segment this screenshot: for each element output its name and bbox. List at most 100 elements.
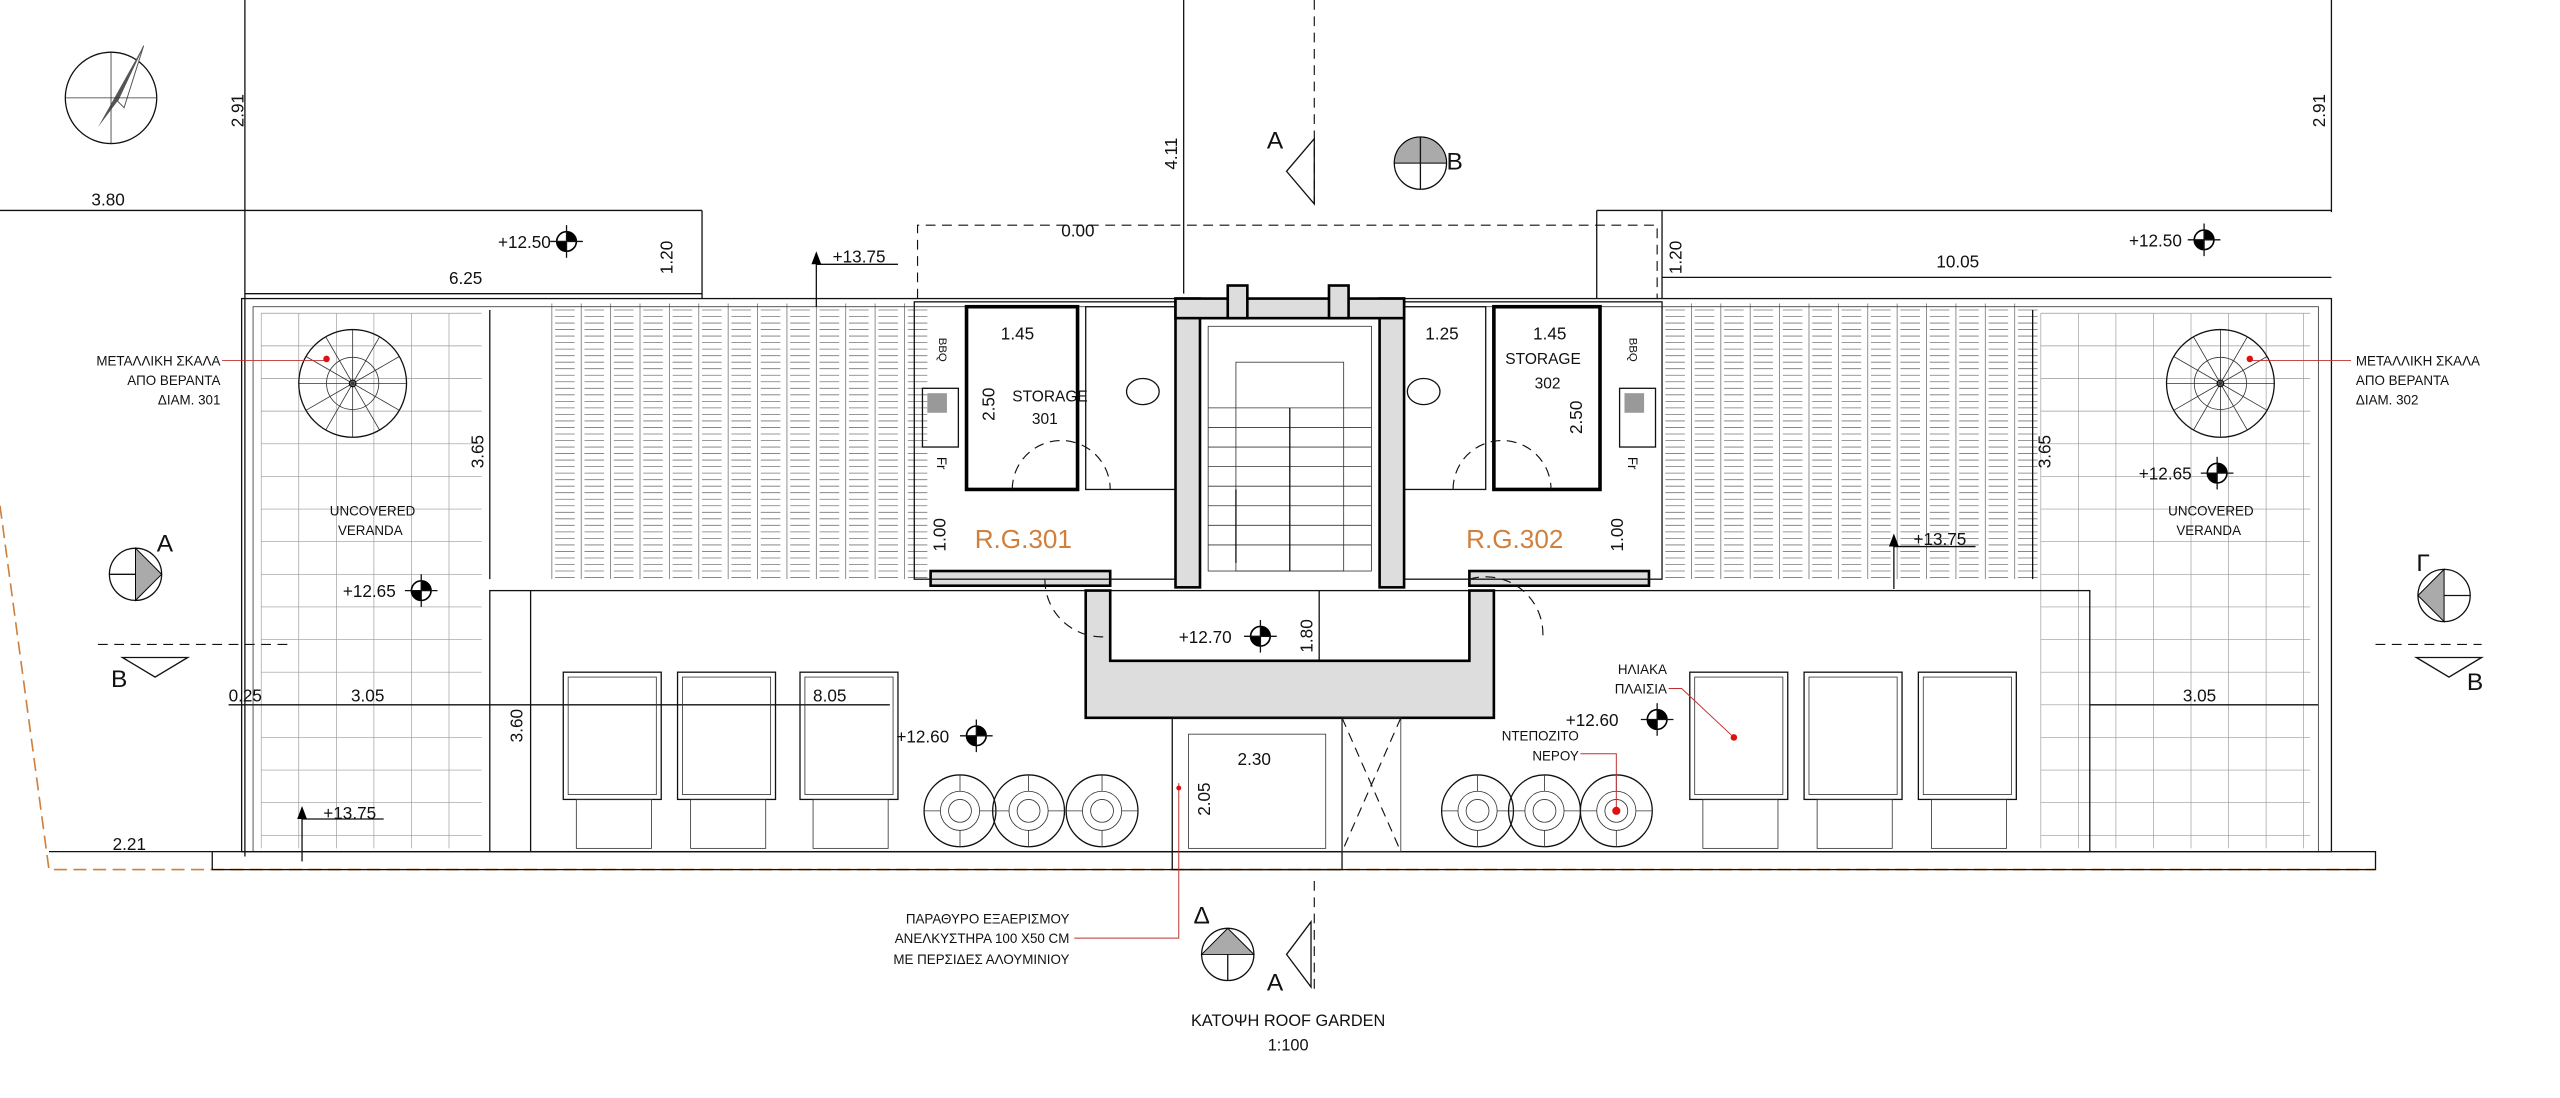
dim-3-05-left: 3.05: [351, 686, 384, 706]
slope-arrow-head: [1888, 533, 1899, 547]
dim-3-65-left: 3.65: [467, 435, 487, 468]
dim-1-20-left: 1.20: [657, 241, 677, 274]
water-tank-icon: [1507, 774, 1582, 848]
section-a-top: A: [1267, 127, 1284, 154]
dim-0-25: 0.25: [229, 686, 262, 706]
level-13-75-right: +13.75: [1913, 529, 1966, 549]
building-outline: [211, 297, 2377, 871]
dim-2-21: 2.21: [113, 834, 146, 854]
slope-arrow-icon: [811, 251, 898, 307]
dimension-labels: 2.91 2.91 3.80 4.11 1.20 1.20 6.25 10.05…: [91, 94, 2328, 854]
note-stair-left-2: ΑΠΟ ΒΕΡΑΝΤΑ: [127, 373, 220, 388]
solar-panel-glass: [682, 676, 772, 795]
tank-ring: [1082, 790, 1123, 831]
level-marker-icon: [1640, 703, 1674, 736]
section-b-right: B: [2467, 669, 2483, 696]
solar-boiler: [575, 799, 652, 849]
slope-arrow-icon: [1888, 533, 1976, 589]
note-stair-right-3: ΔΙΑΜ. 302: [2356, 393, 2418, 408]
level-12-65-right: +12.65: [2139, 464, 2192, 484]
solar-panel-icon: [1803, 671, 1903, 849]
level-marker-icon: [960, 719, 993, 753]
tank-ring: [940, 790, 980, 831]
solar-panel-glass: [1808, 676, 1898, 795]
solar-boiler: [1702, 799, 1779, 849]
note-solar-2: ΠΛΑΙΣΙΑ: [1615, 681, 1667, 696]
storage-301-label: STORAGE: [1012, 388, 1088, 405]
unit-label-rg-302: R.G.302: [1466, 524, 1563, 554]
section-b-top: B: [1447, 149, 1463, 176]
water-tank-icon: [1065, 774, 1139, 848]
dim-3-65-right: 3.65: [2035, 435, 2055, 468]
note-stair-left-3: ΔΙΑΜ. 301: [158, 393, 220, 408]
dim-1-45-left: 1.45: [1001, 323, 1034, 343]
dim-2-05: 2.05: [1194, 782, 1214, 815]
section-labels: A B A B Γ B Δ A: [111, 127, 2483, 996]
solar-panel-frame: [1689, 671, 1789, 801]
annotation-notes: ΜΕΤΑΛΛΙΚΗ ΣΚΑΛΑ ΑΠΟ ΒΕΡΑΝΤΑ ΔΙΑΜ. 301 ΜΕ…: [96, 353, 2480, 967]
solar-boiler: [690, 799, 767, 849]
solar-boiler: [1931, 799, 2007, 849]
solar-panel-frame: [562, 671, 662, 801]
solar-boiler: [1816, 799, 1893, 849]
section-marker-icon: [108, 136, 2484, 990]
water-tanks: [923, 774, 1653, 848]
dim-2-91-right: 2.91: [2309, 94, 2329, 127]
fridge-right-label: Fr: [1625, 457, 1640, 470]
storage-302-number: 302: [1535, 375, 1561, 392]
level-marker-icon: [2187, 223, 2221, 257]
level-13-75-top: +13.75: [833, 247, 886, 267]
tank-cap: [1465, 799, 1490, 823]
dim-1-20-right: 1.20: [1666, 241, 1686, 274]
stair-spoke: [352, 336, 380, 384]
solar-panel-icon: [1917, 671, 2017, 849]
stair-spoke: [2220, 383, 2268, 411]
property-line: [0, 505, 2376, 871]
drawing-scale: 1:100: [1268, 1037, 1309, 1055]
level-marker-icon: [1244, 619, 1277, 653]
slope-arrow-head: [811, 251, 822, 265]
stair-spoke: [325, 336, 354, 384]
north-arrow-icon: [64, 45, 158, 145]
dim-1-80: 1.80: [1297, 619, 1317, 652]
tank-ring: [1524, 790, 1565, 831]
dim-4-11: 4.11: [1161, 138, 1181, 170]
spiral-stair-icon: [298, 328, 408, 438]
spiral-stair-spokes: [2166, 329, 2275, 438]
note-solar-1: ΗΛΙΑΚΑ: [1618, 662, 1667, 677]
slope-arrow-icon: [297, 805, 384, 862]
note-stair-right-2: ΑΠΟ ΒΕΡΑΝΤΑ: [2356, 373, 2449, 388]
dim-0-00: 0.00: [1061, 221, 1094, 241]
note-vent-1: ΠΑΡΑΘΥΡΟ ΕΞΑΕΡΙΣΜΟΥ: [906, 911, 1070, 926]
tank-ring: [1008, 790, 1049, 831]
storage-301-number: 301: [1032, 411, 1058, 428]
level-marker-icons: [297, 223, 2234, 862]
dim-3-05-right: 3.05: [2183, 686, 2216, 706]
solar-panel-icon: [799, 671, 899, 849]
level-12-60-left: +12.60: [896, 726, 949, 746]
level-marker-icon: [550, 225, 583, 258]
note-tank-2: ΝΕΡΟΥ: [1532, 748, 1578, 763]
fridge-left-label: Fr: [934, 457, 949, 470]
stair-spoke: [2173, 383, 2221, 411]
dim-6-25: 6.25: [449, 268, 482, 288]
solar-panel-glass: [1922, 676, 2012, 795]
stair-spoke: [352, 383, 380, 431]
water-tank-icon: [992, 774, 1066, 848]
stair-spoke: [325, 383, 354, 431]
leader-lines: [222, 355, 2352, 939]
dim-2-50-right: 2.50: [1566, 401, 1586, 434]
sink-icon: [921, 387, 960, 448]
level-marker-icon: [2200, 456, 2234, 490]
stair-spoke: [2220, 383, 2248, 431]
dim-2-50-left: 2.50: [978, 388, 998, 421]
veranda-left-label-2: VERANDA: [338, 523, 403, 538]
storage-302-label: STORAGE: [1505, 351, 1581, 368]
stair-spoke: [352, 383, 400, 411]
water-tank-icon: [923, 774, 997, 848]
solar-panel-glass: [1694, 676, 1784, 795]
dim-3-80: 3.80: [91, 190, 124, 210]
bbq-left-label: BBQ: [936, 338, 948, 362]
sink-icon: [1618, 387, 1657, 448]
